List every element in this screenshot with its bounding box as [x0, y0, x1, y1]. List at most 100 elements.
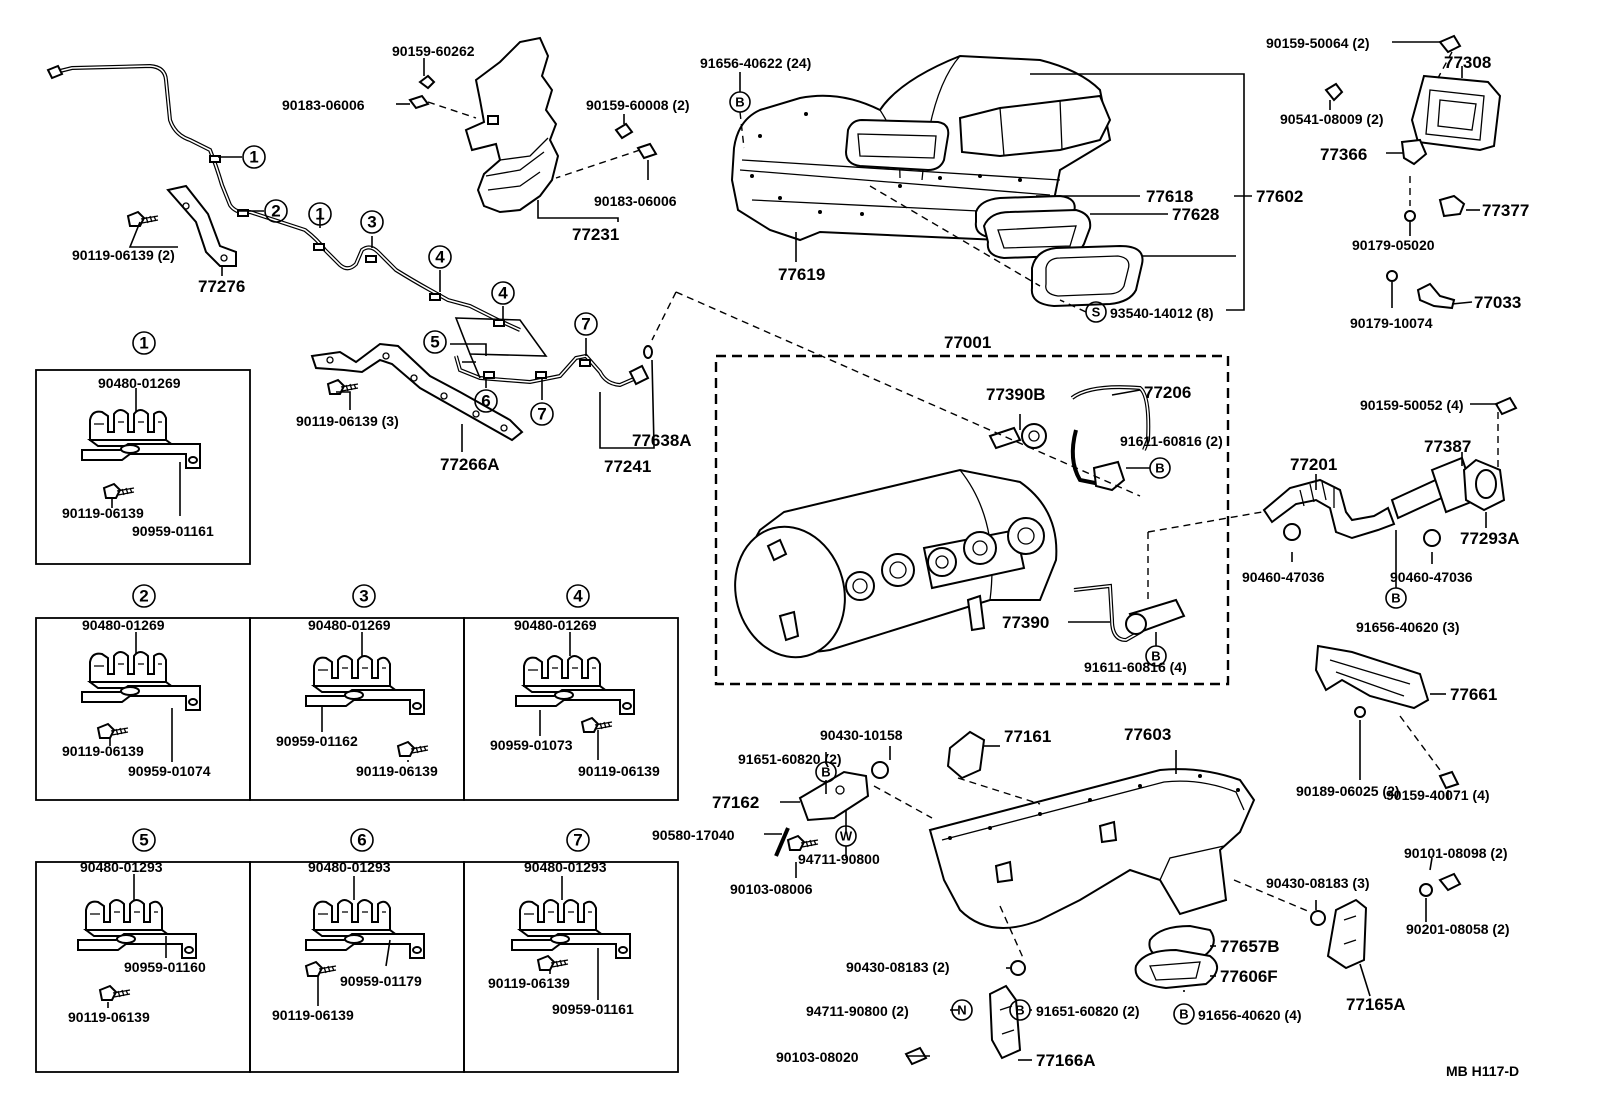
plate-77606F: [1134, 948, 1218, 990]
bolt-icon: [305, 961, 337, 977]
bracket-77166A: [988, 984, 1022, 1060]
label-77661: 77661: [1450, 685, 1497, 704]
bolt-icon: [397, 741, 429, 757]
bolt-icon: [99, 985, 131, 1001]
bolt-icon: [1438, 872, 1462, 892]
inset-2-clamp: 90480-01269: [82, 617, 165, 633]
label-77201: 77201: [1290, 455, 1337, 474]
clip-icon: [636, 142, 658, 160]
label-90189-06025: 90189-06025 (2): [1296, 783, 1400, 799]
label-77165A: 77165A: [1346, 995, 1406, 1014]
label-77619: 77619: [778, 265, 825, 284]
bolt-icon: [97, 723, 129, 739]
svg-text:5: 5: [430, 333, 439, 352]
pipe-77387: [1390, 456, 1506, 520]
label-91656-40620: 91656-40620 (3): [1356, 619, 1460, 635]
label-90119-06139: 90119-06139 (2): [72, 247, 175, 263]
bracket-icon: [1416, 282, 1456, 310]
label-77618: 77618: [1146, 187, 1193, 206]
label-90159-50064: 90159-50064 (2): [1266, 35, 1370, 51]
bracket-77161: [946, 730, 986, 780]
plate-77628: [1030, 244, 1144, 308]
callout-7: 7: [574, 312, 598, 336]
bracket-77276: [166, 184, 237, 267]
marker-b: B: [1149, 457, 1171, 479]
svg-text:3: 3: [359, 587, 368, 606]
inset-5-clamp: 90480-01293: [80, 859, 163, 875]
svg-text:1: 1: [249, 148, 258, 167]
clip-icon: [1438, 194, 1466, 218]
label-77266A: 77266A: [440, 455, 500, 474]
grommet-icon: [871, 761, 889, 779]
inset-4-bracket: 90959-01073: [490, 737, 573, 753]
screw-icon: [1494, 396, 1518, 416]
clamp-icon: [77, 899, 197, 959]
label-77162: 77162: [712, 793, 759, 812]
label-77628: 77628: [1172, 205, 1219, 224]
svg-text:B: B: [1391, 591, 1400, 606]
inset-3-bolt: 90119-06139: [356, 763, 438, 779]
inset-3-bracket: 90959-01162: [276, 733, 358, 749]
label-77390B: 77390B: [986, 385, 1046, 404]
callout-5: 5: [423, 330, 447, 354]
label-90201-08058: 90201-08058 (2): [1406, 921, 1510, 937]
clamp-icon: [1423, 529, 1441, 547]
bolt-icon: [127, 211, 159, 227]
label-77161: 77161: [1004, 727, 1051, 746]
label-91651-60820: 91651-60820 (2): [1036, 1003, 1140, 1019]
screw-icon: [1438, 770, 1460, 790]
callout-4: 4: [428, 245, 452, 269]
label-77001: 77001: [944, 333, 991, 352]
label-77606F: 77606F: [1220, 967, 1278, 986]
label-93540-14012: 93540-14012 (8): [1110, 305, 1214, 321]
label-90430-08183: 90430-08183 (3): [1266, 875, 1370, 891]
svg-text:7: 7: [573, 831, 582, 850]
label-90179-05020: 90179-05020: [1352, 237, 1435, 253]
cover-77308: [1410, 74, 1502, 152]
marker-b: B: [1145, 645, 1167, 667]
svg-text:6: 6: [357, 831, 366, 850]
inset-box-7: [463, 861, 679, 1073]
label-77657B: 77657B: [1220, 937, 1280, 956]
nut-icon: [1404, 210, 1416, 222]
callout-3: 3: [360, 210, 384, 234]
label-90159-60262: 90159-60262: [392, 43, 475, 59]
clamp-icon: [81, 651, 201, 711]
label-90183-06006: 90183-06006: [282, 97, 365, 113]
label-91611-60816: 91611-60816 (4): [1084, 659, 1187, 675]
marker-w: W: [835, 825, 857, 847]
label-77166A: 77166A: [1036, 1051, 1096, 1070]
inset-2-bracket: 90959-01074: [128, 763, 211, 779]
valve-77390B: [988, 423, 1047, 450]
pan-77603: [928, 768, 1256, 929]
marker-b: B: [729, 91, 751, 113]
svg-text:B: B: [821, 765, 830, 780]
svg-text:S: S: [1092, 305, 1101, 320]
inset-6-bracket: 90959-01179: [340, 973, 422, 989]
hose-77201: [1262, 478, 1396, 540]
bracket-77266A: [310, 342, 524, 442]
label-90179-10074: 90179-10074: [1350, 315, 1433, 331]
grommet-icon: [1010, 960, 1026, 976]
label-90460-47036: 90460-47036: [1390, 569, 1473, 585]
label-77241: 77241: [604, 457, 651, 476]
callout-1: 1: [308, 202, 332, 226]
cover-77619: [730, 54, 1112, 242]
inset-4-clamp: 90480-01269: [514, 617, 597, 633]
svg-text:6: 6: [481, 392, 490, 411]
svg-text:B: B: [1015, 1003, 1024, 1018]
svg-text:B: B: [1155, 461, 1164, 476]
clip-icon: [408, 94, 430, 110]
label-91656-40622: 91656-40622 (24): [700, 55, 811, 71]
inset-4-bolt: 90119-06139: [578, 763, 660, 779]
label-77293A: 77293A: [1460, 529, 1520, 548]
tank-77001: [734, 468, 1058, 659]
label-91651-60820: 91651-60820 (2): [738, 751, 842, 767]
bolt-icon: [787, 835, 819, 851]
label-77033: 77033: [1474, 293, 1521, 312]
callout-2: 2: [264, 199, 288, 223]
label-77231: 77231: [572, 225, 619, 244]
callout-6: 6: [474, 389, 498, 413]
svg-text:3: 3: [367, 213, 376, 232]
